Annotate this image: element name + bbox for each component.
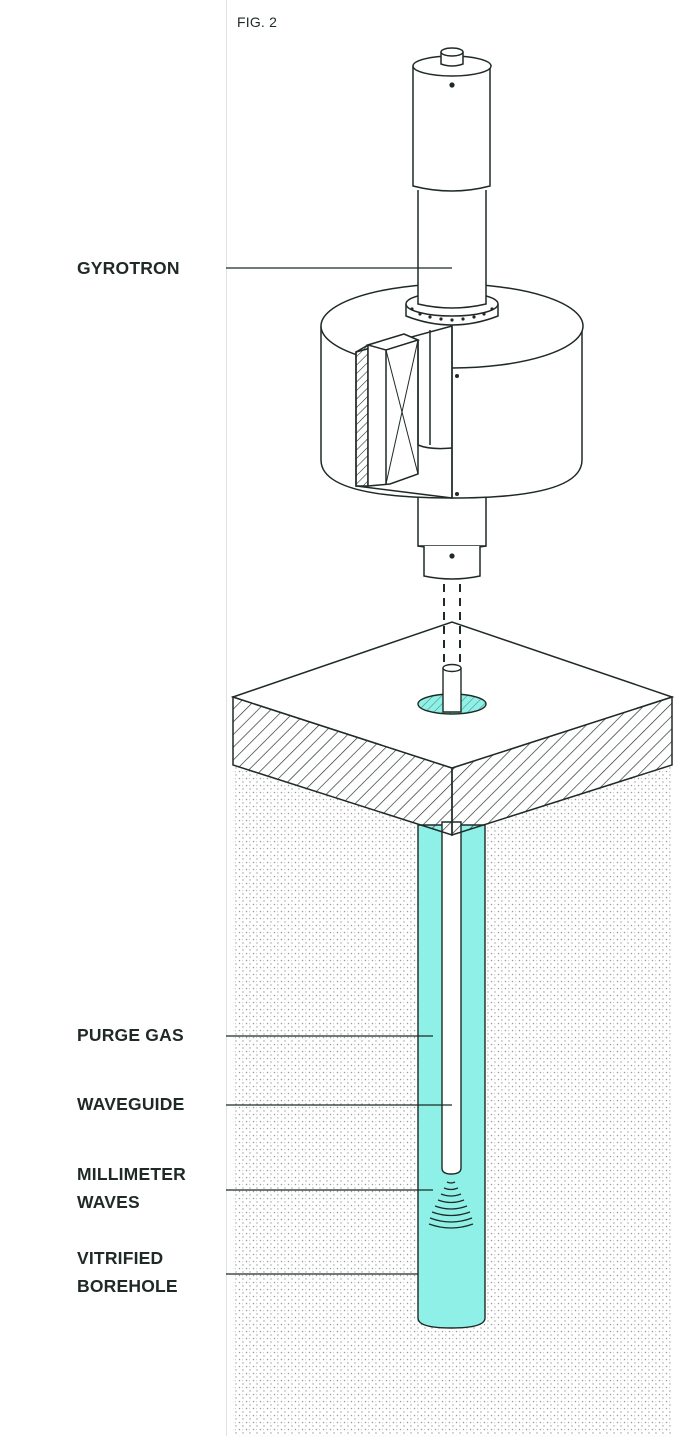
label-gyrotron: GYROTRON bbox=[77, 254, 180, 282]
label-gyrotron-text: GYROTRON bbox=[77, 258, 180, 278]
label-vitrified-borehole-line2: BOREHOLE bbox=[77, 1276, 178, 1296]
figure-title: FIG. 2 bbox=[237, 14, 278, 30]
gyrotron-lower-tube bbox=[417, 495, 487, 580]
millimeter-waves-icon bbox=[428, 1181, 474, 1229]
gyrotron-upper-tube bbox=[412, 47, 492, 309]
leader-lines bbox=[226, 267, 452, 1275]
label-waveguide-text: WAVEGUIDE bbox=[77, 1094, 185, 1114]
label-waveguide: WAVEGUIDE bbox=[77, 1090, 184, 1118]
label-purge-gas-text: PURGE GAS bbox=[77, 1025, 184, 1045]
platform-opening bbox=[417, 663, 487, 715]
label-purge-gas: PURGE GAS bbox=[77, 1021, 184, 1049]
margin-divider bbox=[226, 0, 227, 1436]
label-millimeter-waves-line1: MILLIMETER bbox=[77, 1164, 186, 1184]
label-millimeter-waves-line2: WAVES bbox=[77, 1192, 140, 1212]
label-millimeter-waves: MILLIMETER WAVES bbox=[77, 1160, 186, 1216]
label-vitrified-borehole: VITRIFIED BOREHOLE bbox=[77, 1244, 178, 1300]
waveguide-pipe bbox=[441, 821, 462, 1175]
gyrotron-magnet-housing bbox=[320, 283, 584, 499]
label-vitrified-borehole-line1: VITRIFIED bbox=[77, 1248, 164, 1268]
